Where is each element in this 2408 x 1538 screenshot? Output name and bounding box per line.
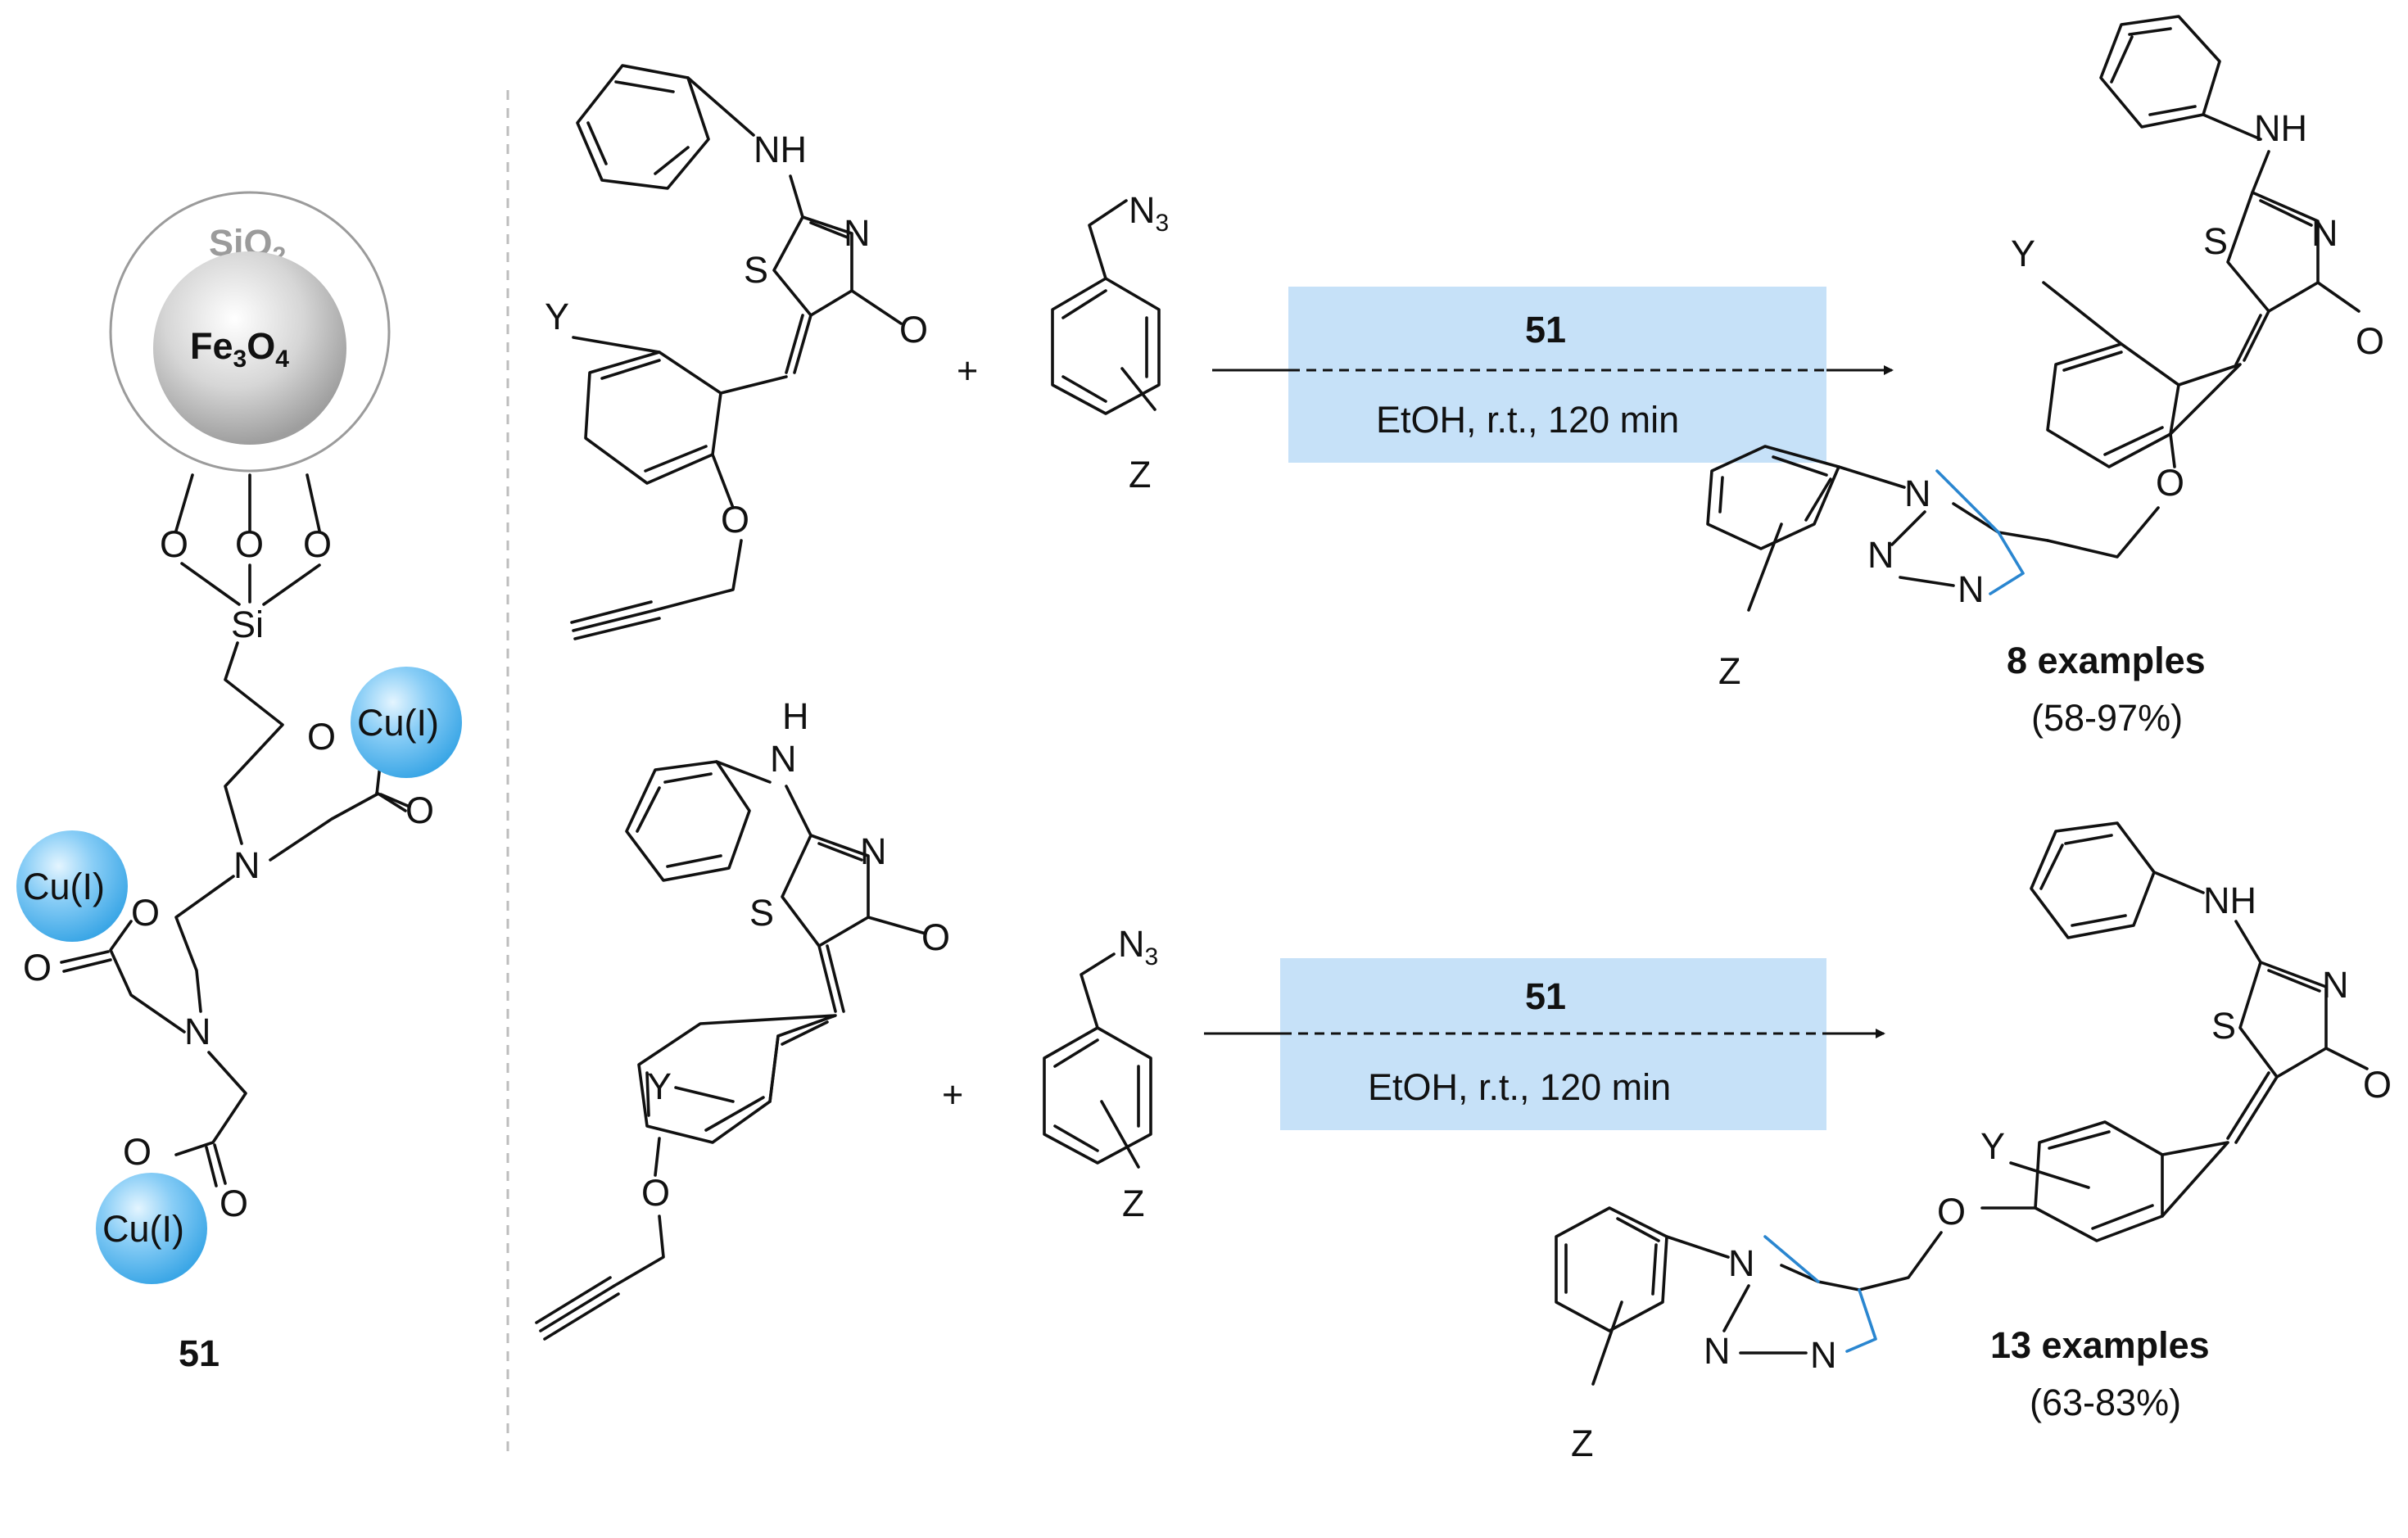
- catalyst-51: SiO2 Fe3O4 O O O Si N O O Cu(I) N: [16, 191, 462, 1374]
- silicon-atom: Si: [231, 604, 264, 645]
- carbonyl-o: O: [2356, 320, 2384, 362]
- ether-o: O: [641, 1172, 670, 1214]
- thiazole-n: N: [844, 212, 871, 254]
- carbonyl-o: O: [899, 309, 928, 351]
- conditions-box: [1280, 958, 1826, 1130]
- substituent-y: Y: [647, 1065, 672, 1107]
- triazole-n2: N: [1704, 1330, 1731, 1372]
- product-1-yield: (58-97%): [2031, 697, 2183, 739]
- ether-o: O: [1937, 1191, 1966, 1233]
- magnetite-core: [153, 251, 346, 445]
- carbonyl-oxygen: O: [220, 1183, 248, 1224]
- carboxyl-oxygen: O: [123, 1131, 152, 1173]
- substituent-y: Y: [545, 296, 569, 337]
- anchor-oxygen: O: [303, 523, 332, 565]
- magnetite-label: Fe3O4: [190, 325, 289, 373]
- carbonyl-o: O: [2363, 1064, 2392, 1106]
- substituent-z: Z: [1129, 454, 1152, 495]
- thiazole-n: N: [2311, 212, 2338, 254]
- reactant-alkyne-2: N H N S O Y O: [535, 695, 950, 1341]
- catalyst-number-label: 51: [179, 1332, 220, 1374]
- copper-label: Cu(I): [23, 866, 105, 907]
- anchor-oxygen: O: [235, 523, 264, 565]
- reaction-conditions: EtOH, r.t., 120 min: [1368, 1066, 1671, 1108]
- thiazole-s: S: [2211, 1005, 2236, 1047]
- triazole-n1: N: [1728, 1242, 1755, 1284]
- reaction-2: N H N S O Y O + N3 Z: [535, 695, 2392, 1464]
- nh-label: NH: [2254, 107, 2307, 149]
- copper-ball: [96, 1173, 207, 1284]
- carboxyl-oxygen: O: [131, 892, 160, 934]
- azide-label: N3: [1118, 923, 1158, 970]
- triazole-n3: N: [1810, 1334, 1837, 1376]
- product-2: NH N S O Y O N N N: [1555, 821, 2392, 1464]
- plus-sign: +: [957, 350, 978, 391]
- carbonyl-oxygen: O: [405, 789, 434, 831]
- substituent-z: Z: [1122, 1183, 1145, 1224]
- ether-o: O: [2156, 462, 2184, 504]
- copper-ball: [16, 830, 128, 942]
- ether-o: O: [721, 499, 749, 541]
- product-2-examples: 13 examples: [1990, 1324, 2210, 1366]
- triazole-n2: N: [1867, 534, 1894, 576]
- reactant-azide-1: N3 Z: [1051, 189, 1169, 495]
- substituent-y: Y: [1980, 1125, 2005, 1167]
- catalyst-ref: 51: [1525, 309, 1566, 351]
- reaction-1: NH N S O Y O + N3 Z: [545, 15, 2384, 739]
- thiazole-s: S: [749, 892, 774, 934]
- substituent-y: Y: [2011, 233, 2035, 274]
- substituent-z: Z: [1571, 1423, 1594, 1464]
- amine-nitrogen: N: [184, 1011, 211, 1052]
- copper-label: Cu(I): [102, 1208, 184, 1250]
- carboxyl-oxygen: O: [307, 716, 336, 758]
- anchor-oxygen: O: [160, 523, 188, 565]
- reactant-azide-2: N3 Z: [1043, 923, 1158, 1224]
- thiazole-n: N: [860, 830, 887, 872]
- thiazole-n: N: [2322, 964, 2349, 1006]
- triazole-n1: N: [1904, 473, 1931, 514]
- amine-nitrogen: N: [233, 844, 260, 886]
- triazole-n3: N: [1958, 568, 1985, 610]
- nh-label: NH: [754, 129, 807, 170]
- nh-label-n: N: [770, 738, 797, 780]
- nh-label-h: H: [782, 695, 809, 737]
- product-1: NH N S O Y O N N N: [1706, 15, 2384, 739]
- carbonyl-oxygen: O: [23, 947, 52, 988]
- thiazole-s: S: [744, 249, 768, 291]
- nh-label: NH: [2203, 880, 2256, 921]
- copper-ball: [351, 667, 462, 778]
- thiazole-s: S: [2203, 220, 2228, 262]
- catalyst-ref: 51: [1525, 975, 1566, 1017]
- reaction-conditions: EtOH, r.t., 120 min: [1376, 399, 1679, 441]
- azide-label: N3: [1129, 189, 1169, 237]
- carbonyl-o: O: [921, 916, 950, 958]
- substituent-z: Z: [1718, 650, 1741, 692]
- product-2-yield: (63-83%): [2030, 1382, 2181, 1423]
- copper-label: Cu(I): [357, 702, 439, 744]
- conditions-box: [1288, 287, 1826, 463]
- plus-sign: +: [942, 1074, 963, 1115]
- reactant-alkyne-1: NH N S O Y O: [545, 64, 928, 640]
- product-1-examples: 8 examples: [2007, 640, 2206, 681]
